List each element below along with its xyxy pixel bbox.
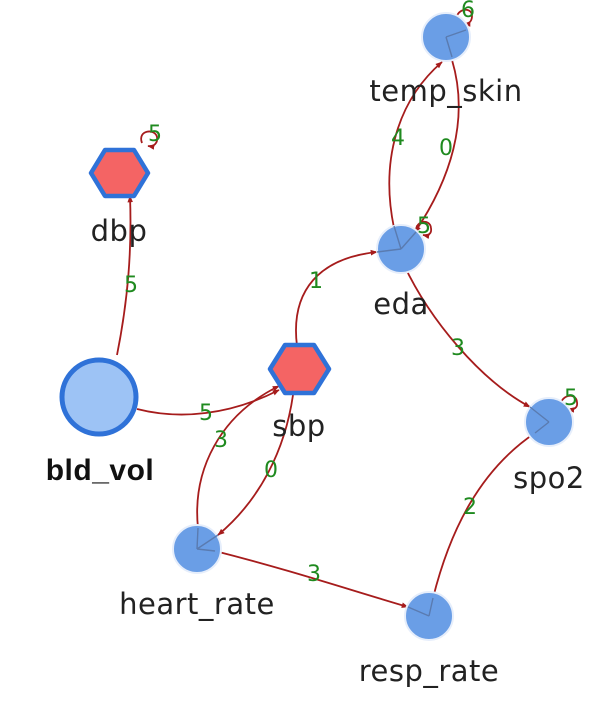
node-sbp[interactable] <box>267 342 332 396</box>
weight-spo2-self: 5 <box>564 386 578 411</box>
node-eda[interactable] <box>376 224 426 274</box>
weight-sbp-eda: 1 <box>309 269 323 294</box>
label-temp-skin: temp_skin <box>369 74 522 108</box>
weight-temp-skin-eda: 0 <box>439 136 453 161</box>
node-dbp[interactable] <box>88 147 151 199</box>
edge-heart-rate-to-sbp[interactable] <box>196 385 280 529</box>
weight-eda-self: 5 <box>417 214 431 239</box>
edge-temp-skin-to-eda[interactable] <box>414 59 460 233</box>
weight-bld-vol-dbp: 5 <box>124 273 138 298</box>
edge-temp-skin-self[interactable] <box>455 8 473 27</box>
label-heart-rate: heart_rate <box>119 587 275 621</box>
weight-heart-rate-resp-rate: 3 <box>307 562 321 587</box>
edge-sbp-to-eda[interactable] <box>295 249 378 347</box>
edge-eda-self[interactable] <box>415 220 433 239</box>
edge-eda-to-spo2[interactable] <box>403 264 531 408</box>
label-dbp: dbp <box>91 214 148 248</box>
weight-resp-rate-spo2: 2 <box>463 495 477 520</box>
edge-eda-to-temp-skin[interactable] <box>388 61 443 229</box>
node-labels: temp_skin dbp eda sbp bld_vol spo2 heart… <box>46 74 585 688</box>
weight-heart-rate-sbp: 3 <box>214 428 228 453</box>
node-heart-rate[interactable] <box>172 524 222 574</box>
node-temp-skin[interactable] <box>421 12 471 62</box>
edge-resp-rate-to-spo2[interactable] <box>432 432 536 599</box>
weight-eda-spo2: 3 <box>451 336 465 361</box>
edge-heart-rate-to-resp-rate[interactable] <box>214 550 409 608</box>
edge-bld-vol-to-sbp[interactable] <box>136 389 280 416</box>
label-spo2: spo2 <box>513 461 585 495</box>
label-eda: eda <box>373 287 429 321</box>
edge-sbp-to-heart-rate[interactable] <box>217 394 294 536</box>
edge-weights: 6 5 5 5 5 5 1 4 0 3 0 3 3 2 <box>124 0 578 587</box>
label-bld-vol: bld_vol <box>46 454 155 487</box>
node-bld-vol[interactable] <box>59 357 139 437</box>
node-spo2[interactable] <box>524 397 574 447</box>
edge-dbp-self[interactable] <box>140 130 159 150</box>
weight-sbp-heart-rate: 0 <box>264 458 278 483</box>
edges <box>116 8 579 608</box>
weight-dbp-self: 5 <box>148 122 162 147</box>
weight-temp-skin-self: 6 <box>461 0 475 23</box>
node-resp-rate[interactable] <box>404 591 454 641</box>
label-sbp: sbp <box>272 409 325 443</box>
edge-spo2-self[interactable] <box>559 394 579 413</box>
label-resp-rate: resp_rate <box>359 654 500 688</box>
weight-bld-vol-sbp: 5 <box>199 401 213 426</box>
edge-bld-vol-to-dbp[interactable] <box>116 195 134 356</box>
weight-eda-temp-skin: 4 <box>391 126 405 151</box>
